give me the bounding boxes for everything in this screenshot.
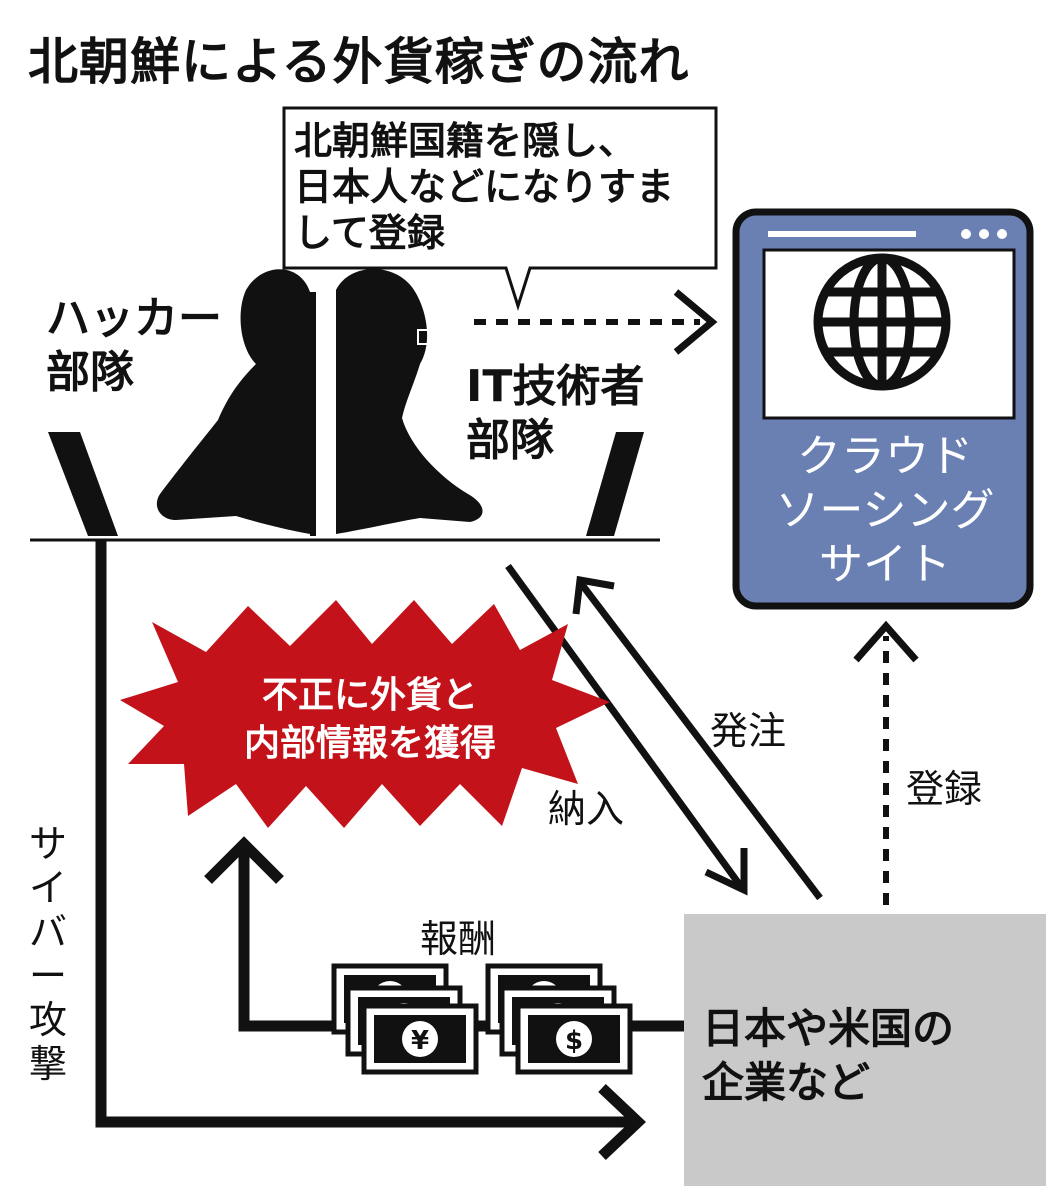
company-line: 企業など	[702, 1058, 871, 1107]
company-line: 日本や米国の	[702, 1004, 955, 1053]
burst-badge	[120, 600, 610, 828]
speech-bubble-text: 北朝鮮国籍を隠し、 日本人などになりすま して登録	[294, 118, 714, 256]
site-name-line: ソーシング	[775, 485, 995, 536]
hacker-team-label: ハッカー 部隊	[46, 292, 222, 400]
site-name-line: クラウド	[797, 431, 973, 482]
register-dotted-arrow-top	[474, 289, 718, 355]
crowdsourcing-site-name: クラウド ソーシング サイト	[740, 430, 1030, 592]
cyber-attack-char: 撃	[28, 1042, 67, 1086]
globe-icon	[813, 253, 951, 391]
it-engineer-silhouette	[336, 269, 644, 536]
delivery-arrow	[505, 563, 748, 896]
reward-label: 報酬	[420, 917, 497, 961]
delivery-label: 納入	[548, 787, 625, 831]
yen-symbol: ¥	[411, 1026, 429, 1056]
company-box	[684, 914, 1046, 1186]
order-arrow	[572, 575, 823, 901]
speech-bubble	[282, 106, 718, 311]
register-label: 登録	[906, 767, 983, 811]
hacker-team-line: 部隊	[46, 347, 134, 398]
company-label: 日本や米国の 企業など	[702, 1002, 954, 1110]
it-team-label: IT技術者 部隊	[466, 360, 644, 468]
cyber-attack-char: ー	[28, 954, 67, 998]
cyber-attack-label: サ イ バ ー 攻 撃	[26, 822, 70, 1086]
site-name-line: サイト	[819, 539, 951, 590]
cyber-attack-char: バ	[28, 910, 67, 954]
register-dotted-arrow	[853, 620, 919, 905]
cyber-attack-char: サ	[28, 822, 67, 866]
hacker-team-line: ハッカー	[46, 293, 222, 344]
cyber-attack-char: イ	[28, 866, 67, 910]
speech-bubble-line: して登録	[294, 210, 445, 255]
burst-line: 内部情報を獲得	[243, 723, 496, 764]
speech-bubble-line: 北朝鮮国籍を隠し、	[294, 118, 637, 163]
hacker-silhouette	[48, 269, 316, 536]
cyber-attack-char: 攻	[28, 998, 67, 1042]
speech-bubble-line: 日本人などになりすま	[294, 164, 675, 209]
dollar-symbol: $	[565, 1026, 583, 1056]
page-title: 北朝鮮による外貨稼ぎの流れ	[28, 33, 690, 91]
cyber-attack-arrow	[95, 540, 647, 1160]
burst-text: 不正に外貨と 内部情報を獲得	[160, 672, 580, 768]
yen-banknotes	[334, 966, 476, 1072]
it-team-line: IT技術者	[466, 361, 645, 412]
order-label: 発注	[710, 709, 787, 753]
it-team-line: 部隊	[466, 415, 554, 466]
burst-line: 不正に外貨と	[261, 675, 478, 716]
dollar-banknotes	[488, 966, 630, 1072]
crowdsourcing-site-panel	[732, 208, 1034, 610]
